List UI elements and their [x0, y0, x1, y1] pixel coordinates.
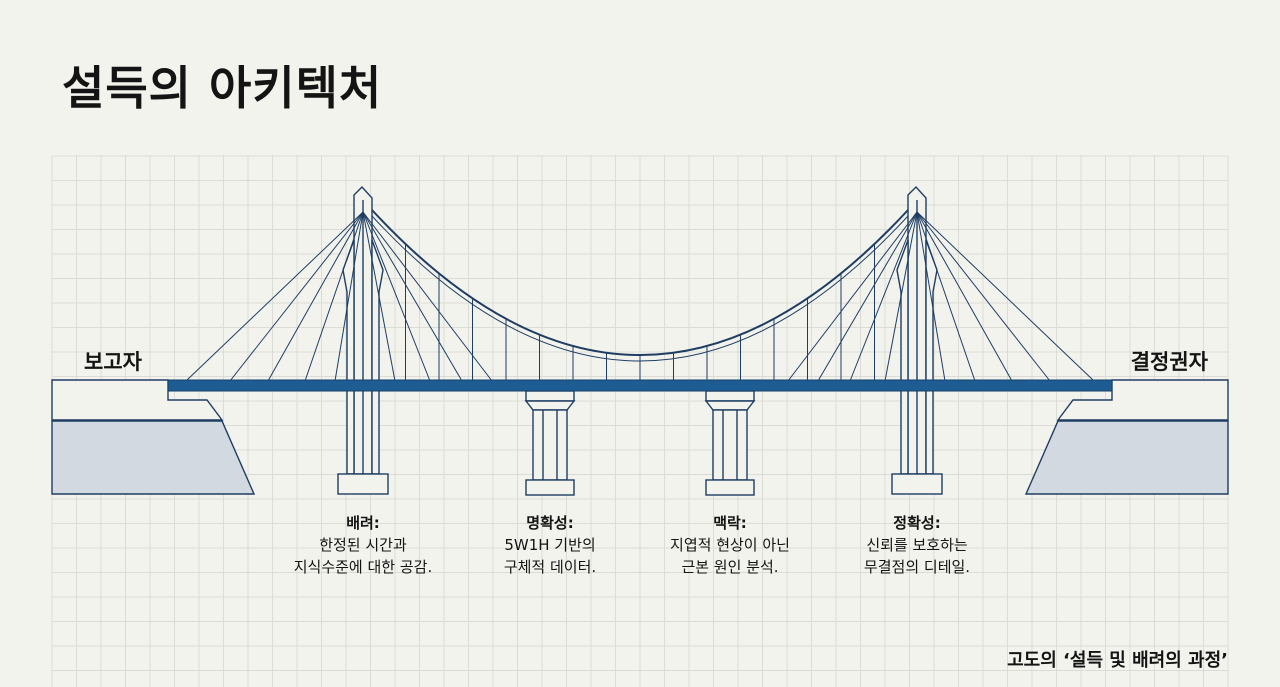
pillar-title: 맥락:: [713, 514, 747, 532]
stay-cable: [916, 211, 976, 382]
stay-cable: [916, 211, 1013, 382]
stay-cable: [229, 211, 364, 382]
pillar-text: 신뢰를 보호하는: [866, 536, 968, 554]
pier-left-middle: [524, 390, 576, 496]
decision-maker-label: 결정권자: [1130, 350, 1208, 374]
stay-cable: [817, 211, 918, 382]
pier-right-middle: [704, 390, 756, 496]
stay-cable: [849, 211, 918, 382]
pillar-text: 한정된 시간과: [319, 536, 407, 554]
stay-cable: [362, 211, 463, 382]
pillar-accuracy: 정확성: 신뢰를 보호하는 무결점의 디테일.: [797, 512, 1037, 578]
right-tower: [891, 185, 943, 495]
pillar-title: 명확성:: [526, 514, 574, 532]
stay-cable: [334, 211, 364, 382]
stay-cable: [916, 211, 1051, 382]
pillar-consideration: 배려: 한정된 시간과 지식수준에 대한 공감.: [243, 512, 483, 578]
stay-cable: [362, 211, 431, 382]
pillar-text: 지식수준에 대한 공감.: [293, 558, 433, 576]
pillar-title: 배려:: [346, 514, 380, 532]
left-abutment: [51, 379, 256, 495]
pillar-title: 정확성:: [893, 514, 941, 532]
main-cable: [371, 209, 909, 356]
page-title: 설득의 아키텍처: [62, 61, 383, 115]
bridge-deck: [167, 379, 1113, 392]
footer-caption: 고도의 ‘설득 및 배려의 과정’: [1007, 650, 1228, 671]
pillar-text: 근본 원인 분석.: [681, 558, 779, 576]
grid-background: [51, 155, 1229, 687]
pillar-text: 지엽적 현상이 아닌: [670, 536, 790, 554]
pillar-text: 5W1H 기반의: [504, 536, 596, 554]
stay-cable: [884, 211, 918, 382]
reporter-label: 보고자: [84, 350, 142, 374]
stay-cable: [304, 211, 364, 382]
stay-cable: [916, 211, 946, 382]
pillar-text: 구체적 데이터.: [503, 558, 597, 576]
pillar-text: 무결점의 디테일.: [863, 558, 971, 576]
stay-cable: [267, 211, 364, 382]
pillar-clarity: 명확성: 5W1H 기반의 구체적 데이터.: [430, 512, 670, 578]
cables: [185, 209, 1095, 382]
pillar-context: 맥락: 지엽적 현상이 아닌 근본 원인 분석.: [610, 512, 850, 578]
stay-cable: [916, 211, 1095, 382]
right-abutment: [1024, 379, 1229, 495]
stay-cable: [185, 211, 364, 382]
stay-cable: [362, 211, 493, 382]
stay-cable: [787, 211, 918, 382]
left-tower: [337, 185, 389, 495]
stay-cable: [362, 211, 396, 382]
